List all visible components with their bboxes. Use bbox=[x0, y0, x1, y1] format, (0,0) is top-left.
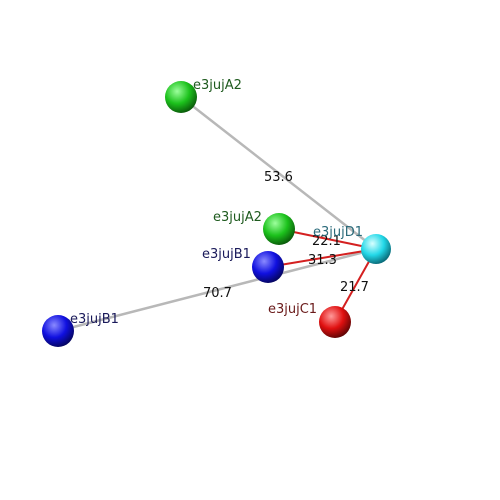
distance-label-b1-d1: 31.3 bbox=[308, 253, 337, 268]
atom-label-c1: e3jujC1 bbox=[268, 302, 317, 317]
atom-label-a2: e3jujA2 bbox=[213, 210, 262, 225]
atom-label-b2: e3jujB1 bbox=[70, 312, 119, 327]
distance-labels-layer: 53.6 70.7 22.1 31.321.7 bbox=[203, 170, 369, 301]
distance-label-a2-d1: 22.1 bbox=[312, 234, 341, 249]
distance-label-a1-d1: 53.6 bbox=[264, 170, 293, 185]
bond-b1-d1 bbox=[267, 248, 377, 268]
bond-a2-d1 bbox=[278, 228, 377, 250]
atom-a1[interactable] bbox=[165, 81, 197, 113]
distance-label-c1-d1: 21.7 bbox=[340, 280, 369, 295]
atom-a2[interactable] bbox=[263, 213, 295, 245]
atom-label-d1: e3jujD1 bbox=[313, 225, 363, 240]
atom-d1[interactable] bbox=[361, 234, 391, 264]
atom-label-b1: e3jujB1 bbox=[202, 247, 251, 262]
distance-label-b2-d1: 70.7 bbox=[203, 286, 232, 301]
atom-label-a1: e3jujA2 bbox=[193, 78, 242, 93]
bond-a1-d1 bbox=[179, 95, 378, 251]
atom-b2[interactable] bbox=[42, 315, 74, 347]
atom-labels-layer: e3jujA2 e3jujA2 e3jujB1 e3jujB1 e3jujD1 e3juj… bbox=[70, 78, 363, 327]
atom-b1[interactable] bbox=[252, 251, 284, 283]
atom-c1[interactable] bbox=[319, 306, 351, 338]
atoms-layer bbox=[42, 81, 391, 347]
bond-b2-d1 bbox=[56, 247, 378, 333]
